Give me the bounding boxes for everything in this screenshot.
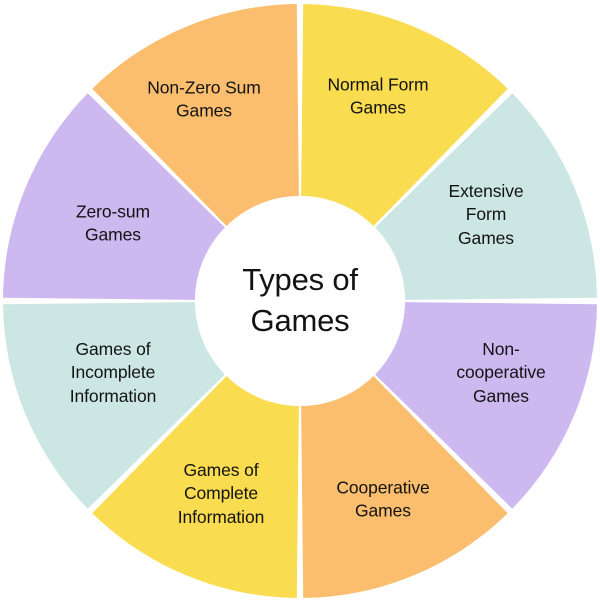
page-title: Types of Games [242, 262, 358, 338]
wheel-segment-non-cooperative-games[interactable] [375, 302, 597, 509]
wheel-segment-cooperative-games[interactable] [301, 376, 508, 598]
wheel-segment-extensive-form-games[interactable] [375, 93, 597, 300]
donut-segments-group [3, 4, 597, 598]
wheel-segment-normal-form-games[interactable] [301, 4, 508, 226]
wheel-segment-non-zero-sum-games[interactable] [92, 4, 299, 226]
wheel-segment-games-of-incomplete-information[interactable] [3, 302, 225, 509]
center-hub: Types of Games [195, 196, 405, 406]
wheel-segment-zero-sum-games[interactable] [3, 93, 225, 300]
wheel-segment-games-of-complete-information[interactable] [92, 376, 299, 598]
